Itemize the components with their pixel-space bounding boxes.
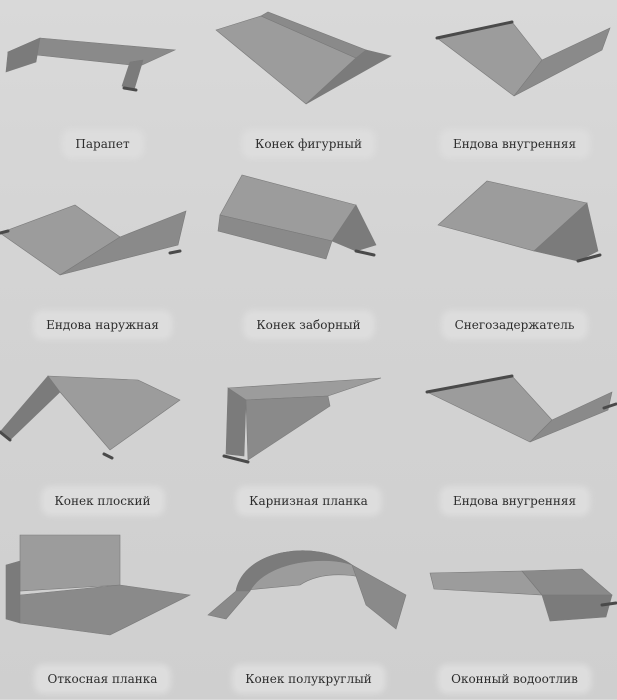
figured-ridge-icon xyxy=(215,11,392,105)
product-label: Конек полукруглый xyxy=(235,668,382,690)
product-card[interactable]: Ендова внугренняя xyxy=(412,0,617,175)
inner-valley-icon xyxy=(435,20,611,97)
product-card[interactable]: Оконный водоотлив xyxy=(412,525,617,700)
snow-guard-icon xyxy=(437,180,602,263)
product-label: Конек фигурный xyxy=(245,133,372,155)
slope-strip-icon xyxy=(5,534,191,636)
product-card[interactable]: Конек заборный xyxy=(206,174,411,350)
product-label: Парапет xyxy=(65,133,140,155)
window-drip-icon xyxy=(429,568,617,622)
product-label: Конек плоский xyxy=(44,490,161,512)
flat-ridge-icon xyxy=(0,375,181,460)
product-label: Откосная планка xyxy=(37,668,168,690)
product-label: Снегозадержатель xyxy=(444,314,585,336)
fence-ridge-icon xyxy=(217,174,377,260)
eaves-strip-icon xyxy=(222,377,382,464)
product-card[interactable]: Откосная планка xyxy=(0,525,205,700)
parapet-icon xyxy=(5,37,177,92)
product-label: Конек заборный xyxy=(246,314,371,336)
product-card[interactable]: Карнизная планка xyxy=(206,350,411,525)
product-card[interactable]: Снегозадержатель xyxy=(412,175,617,350)
product-card[interactable]: Конек фигурный xyxy=(206,0,411,175)
product-label: Ендова внугренняя xyxy=(442,490,587,512)
product-label: Ендова внугренняя xyxy=(442,133,587,155)
product-card[interactable]: Конек полукруглый xyxy=(206,525,411,700)
product-label: Карнизная планка xyxy=(239,490,378,512)
round-ridge-icon xyxy=(207,550,407,630)
outer-valley-icon xyxy=(0,204,187,276)
product-card[interactable]: Ендова внугренняя xyxy=(412,350,617,525)
product-label: Оконный водоотлив xyxy=(441,668,588,690)
product-card[interactable]: Парапет xyxy=(0,0,205,175)
inner-valley-icon-2 xyxy=(425,374,617,443)
product-label: Ендова наружная xyxy=(36,314,169,336)
product-card[interactable]: Ендова наружная xyxy=(0,175,205,350)
product-card[interactable]: Конек плоский xyxy=(0,350,205,525)
